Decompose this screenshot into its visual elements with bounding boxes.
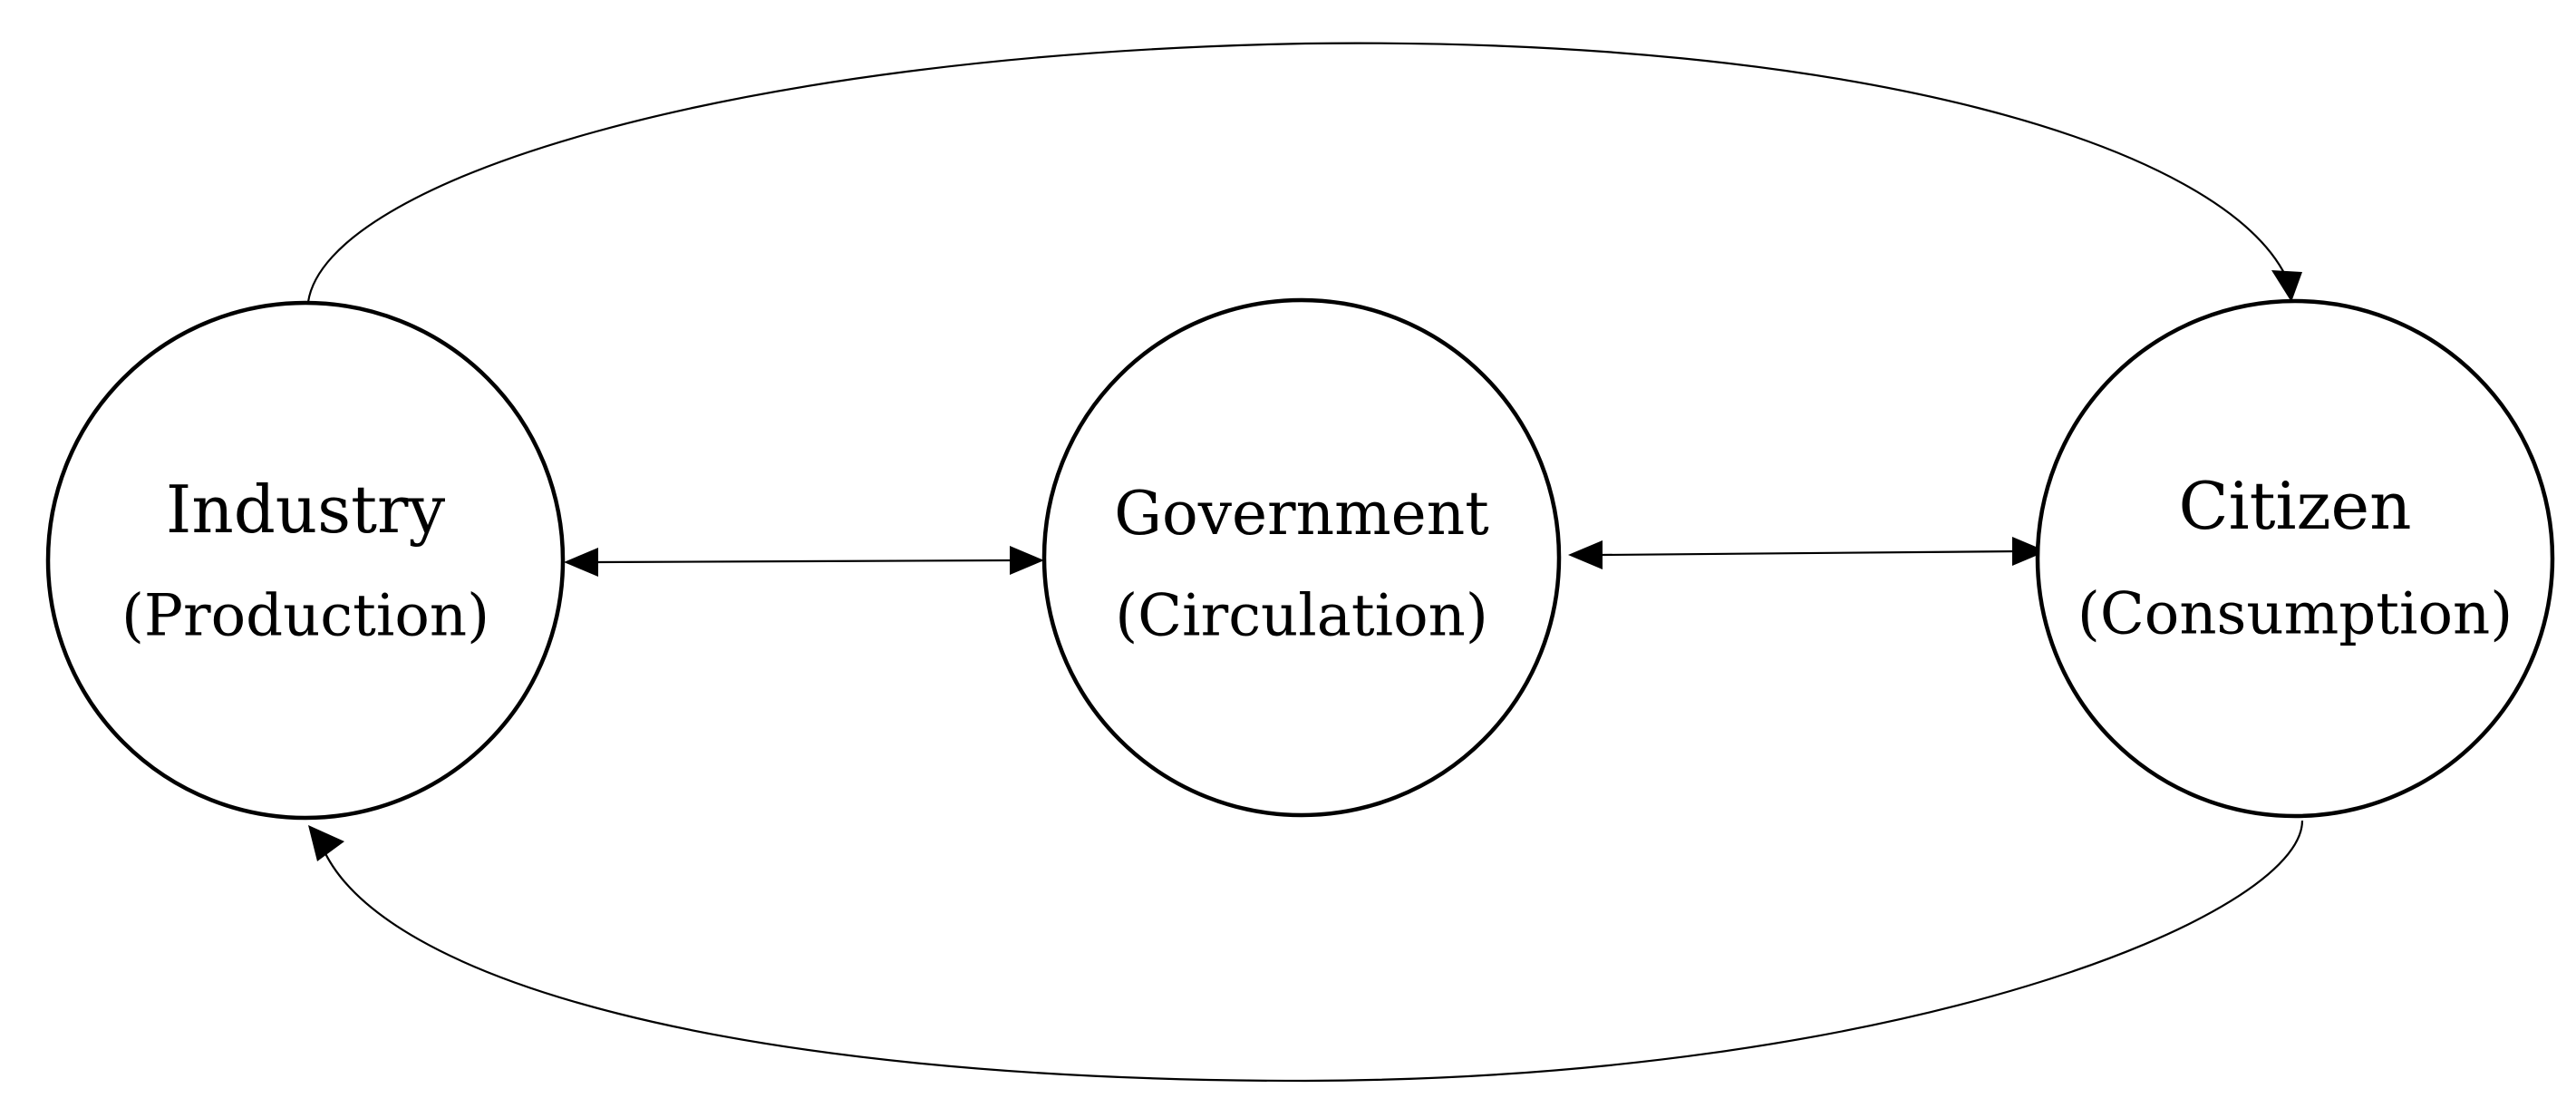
node-government-subtitle: (Circulation)	[1115, 583, 1488, 650]
node-government-circle	[1041, 297, 1562, 818]
link-industry-government	[597, 559, 1016, 564]
node-industry-circle	[45, 300, 566, 821]
node-citizen-title: Citizen	[2179, 468, 2412, 544]
arrowhead-industry-bottom	[308, 825, 344, 861]
link-government-citizen	[1602, 549, 2020, 557]
arrowhead-government-right	[1568, 540, 1603, 569]
node-government: Government (Circulation)	[1041, 297, 1562, 818]
node-industry-title: Industry	[166, 471, 446, 548]
arc-citizen-to-industry	[321, 820, 2304, 1083]
arrowhead-industry-right	[564, 548, 598, 577]
node-government-title: Government	[1114, 479, 1489, 549]
arrowhead-government-left	[1010, 546, 1044, 575]
node-citizen: Citizen (Consumption)	[2035, 298, 2555, 819]
node-industry: Industry (Production)	[45, 300, 566, 821]
arrowhead-citizen-top	[2271, 270, 2302, 302]
node-citizen-subtitle: (Consumption)	[2077, 581, 2513, 648]
node-industry-subtitle: (Production)	[121, 583, 489, 650]
node-citizen-circle	[2035, 298, 2555, 819]
arc-industry-to-citizen	[306, 42, 2287, 303]
arrowhead-citizen-left	[2012, 537, 2047, 566]
